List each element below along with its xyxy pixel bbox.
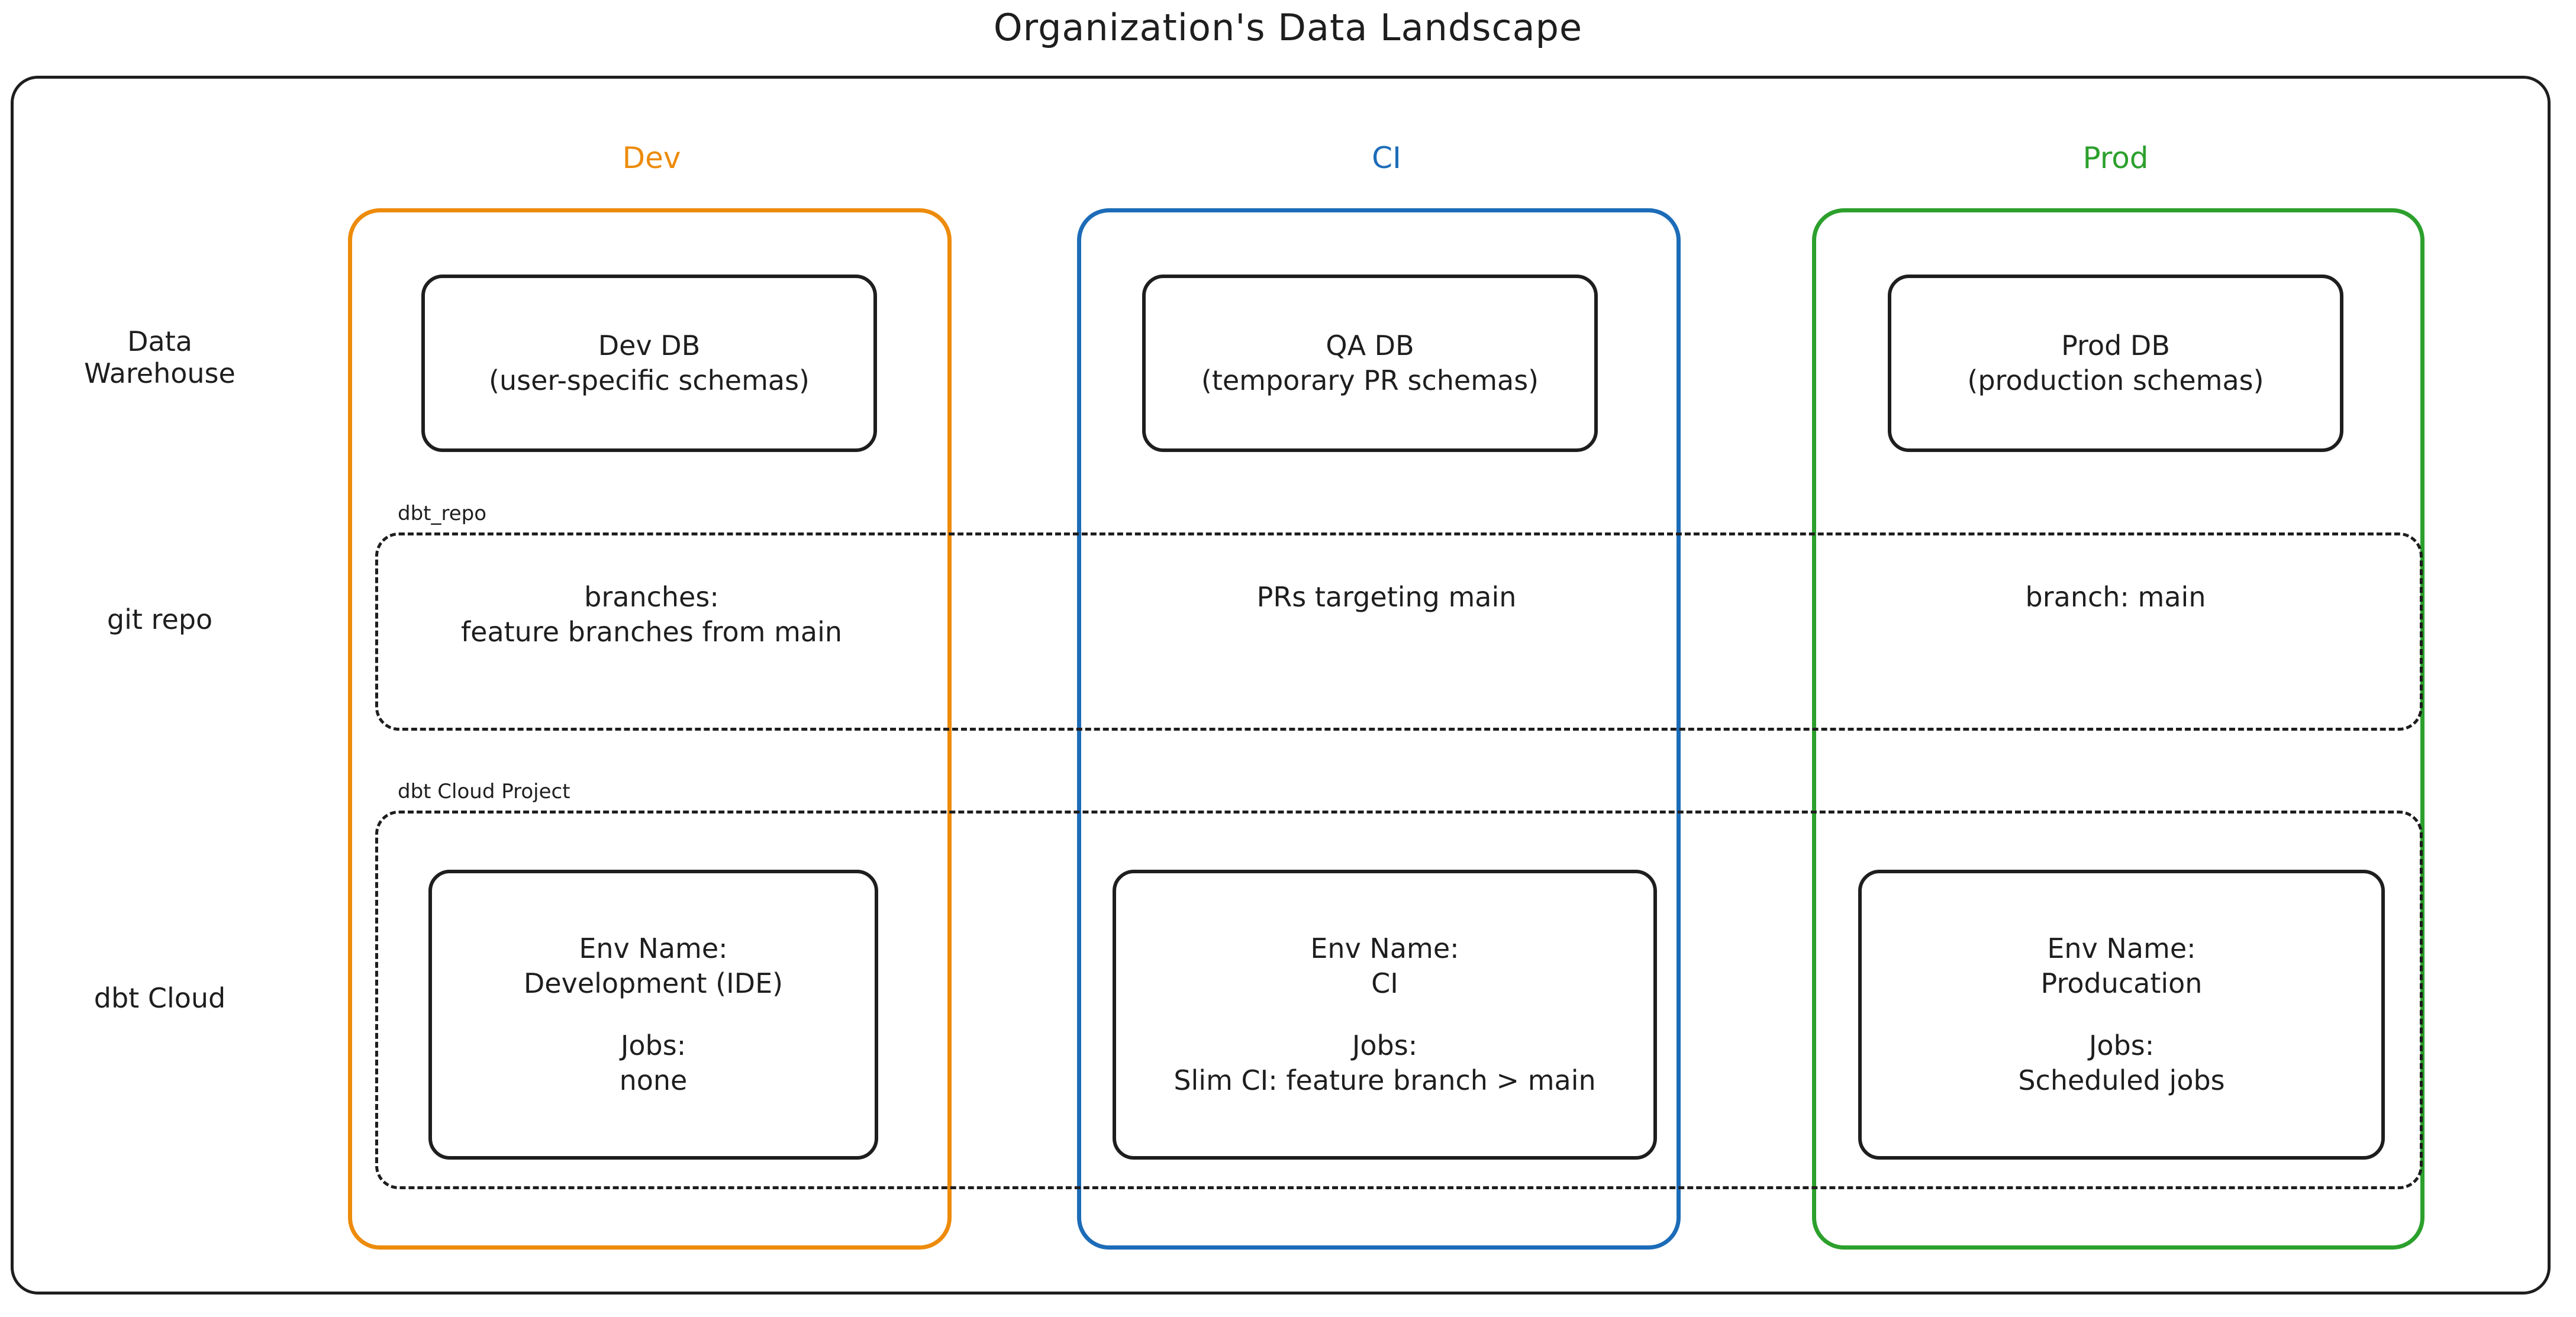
dashed-band-label-git-repo: dbt_repo	[393, 502, 492, 525]
node-dbt-cloud-ci-jobs-value: Slim CI: feature branch > main	[1173, 1064, 1596, 1096]
node-dbt-cloud-dev-env-value: Development (IDE)	[523, 967, 784, 1000]
node-dbt-cloud-dev-jobs-label: Jobs:	[620, 1029, 686, 1061]
column-header-prod: Prod	[2082, 141, 2149, 175]
column-header-ci: CI	[1372, 141, 1401, 175]
row-label-data-warehouse-line2: Warehouse	[84, 357, 236, 390]
outer-frame	[11, 76, 2551, 1295]
node-dbt-cloud-prod-jobs-label: Jobs:	[2088, 1029, 2155, 1061]
node-dbt-cloud-ci-env-value: CI	[1371, 967, 1398, 1000]
row-label-git-repo: git repo	[107, 603, 213, 635]
node-dbt-cloud-prod: Env Name: Producation Jobs: Scheduled jo…	[1858, 870, 2385, 1160]
node-qa-db: QA DB (temporary PR schemas)	[1142, 275, 1598, 452]
git-repo-prod-text: branch: main	[1817, 580, 2414, 615]
node-dbt-cloud-ci: Env Name: CI Jobs: Slim CI: feature bran…	[1113, 870, 1657, 1160]
node-dev-db-line1: Dev DB	[598, 330, 701, 362]
node-dbt-cloud-ci-env-label: Env Name:	[1310, 932, 1459, 965]
git-repo-prod-line1: branch: main	[2025, 581, 2206, 613]
page-title: Organization's Data Landscape	[993, 6, 1583, 49]
git-repo-dev-line1: branches:	[584, 581, 719, 613]
column-header-dev: Dev	[622, 141, 681, 175]
node-qa-db-line2: (temporary PR schemas)	[1201, 364, 1539, 396]
row-label-data-warehouse-line1: Data	[127, 325, 192, 357]
git-repo-dev-text: branches: feature branches from main	[353, 580, 950, 650]
node-dbt-cloud-dev-env-label: Env Name:	[579, 932, 728, 965]
dashed-band-git-repo	[375, 532, 2423, 731]
node-dbt-cloud-prod-env-label: Env Name:	[2047, 932, 2196, 965]
node-dev-db: Dev DB (user-specific schemas)	[421, 275, 877, 452]
node-dbt-cloud-dev: Env Name: Development (IDE) Jobs: none	[428, 870, 878, 1160]
node-qa-db-line1: QA DB	[1326, 330, 1414, 362]
dashed-band-label-dbt-cloud: dbt Cloud Project	[393, 780, 575, 803]
node-dbt-cloud-prod-jobs-value: Scheduled jobs	[2018, 1064, 2225, 1096]
dashed-band-dbt-cloud	[375, 811, 2423, 1189]
node-dev-db-line2: (user-specific schemas)	[489, 364, 810, 396]
git-repo-ci-text: PRs targeting main	[1088, 580, 1685, 615]
node-prod-db-line2: (production schemas)	[1967, 364, 2264, 396]
node-dbt-cloud-ci-jobs-label: Jobs:	[1352, 1029, 1418, 1061]
row-label-data-warehouse: Data Warehouse	[36, 325, 284, 390]
node-dbt-cloud-dev-jobs-value: none	[619, 1064, 688, 1096]
row-label-dbt-cloud: dbt Cloud	[94, 982, 226, 1014]
node-dbt-cloud-prod-env-value: Producation	[2040, 967, 2203, 1000]
node-prod-db-line1: Prod DB	[2061, 330, 2170, 362]
git-repo-dev-line2: feature branches from main	[460, 615, 843, 648]
git-repo-ci-line1: PRs targeting main	[1256, 581, 1517, 613]
node-prod-db: Prod DB (production schemas)	[1888, 275, 2343, 452]
